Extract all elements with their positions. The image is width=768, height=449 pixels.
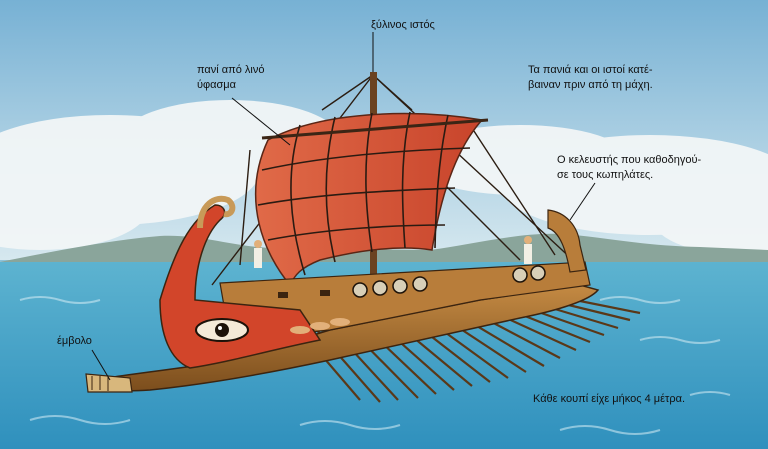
waves xyxy=(19,296,731,435)
oar-length-label: Κάθε κουπί είχε μήκος 4 μέτρα. xyxy=(533,392,685,407)
sailor-figure xyxy=(254,240,262,268)
linen-sail-label-line2: ύφασμα xyxy=(197,79,236,91)
yard-arm xyxy=(261,118,489,140)
keleustis-label: Ο κελευστής που καθοδηγού- σε τους κωπηλ… xyxy=(557,153,701,183)
oar-length-label-text: Κάθε κουπί είχε μήκος 4 μέτρα. xyxy=(533,393,686,405)
hull-windows xyxy=(278,290,330,298)
keleustis-figure xyxy=(524,236,532,264)
sails-note-label: Τα πανιά και οι ιστοί κατέ- βαιναν πριν … xyxy=(528,63,653,93)
ram-label-text: έμβολο xyxy=(57,335,92,347)
ram-label: έμβολο xyxy=(57,334,92,349)
linen-sail-label-line1: πανί από λινό xyxy=(197,64,265,76)
sails-note-line2: βαιναν πριν από τη μάχη. xyxy=(528,79,653,91)
keleustis-label-line1: Ο κελευστής που καθοδηγού- xyxy=(557,154,702,166)
keleustis-label-line2: σε τους κωπηλάτες. xyxy=(557,169,654,181)
mast-label-text: ξύλινος ιστός xyxy=(371,19,435,31)
mast-label: ξύλινος ιστός xyxy=(371,18,435,33)
linen-sail xyxy=(254,112,484,287)
ram xyxy=(85,373,133,393)
eye-emblem xyxy=(195,318,249,342)
callout-lines xyxy=(91,32,596,381)
bow-curl xyxy=(197,195,236,229)
rowers xyxy=(290,318,350,334)
stern-post xyxy=(547,209,587,273)
shields xyxy=(352,265,546,298)
linen-sail-label: πανί από λινό ύφασμα xyxy=(197,63,264,93)
sails-note-line1: Τα πανιά και οι ιστοί κατέ- xyxy=(528,64,653,76)
